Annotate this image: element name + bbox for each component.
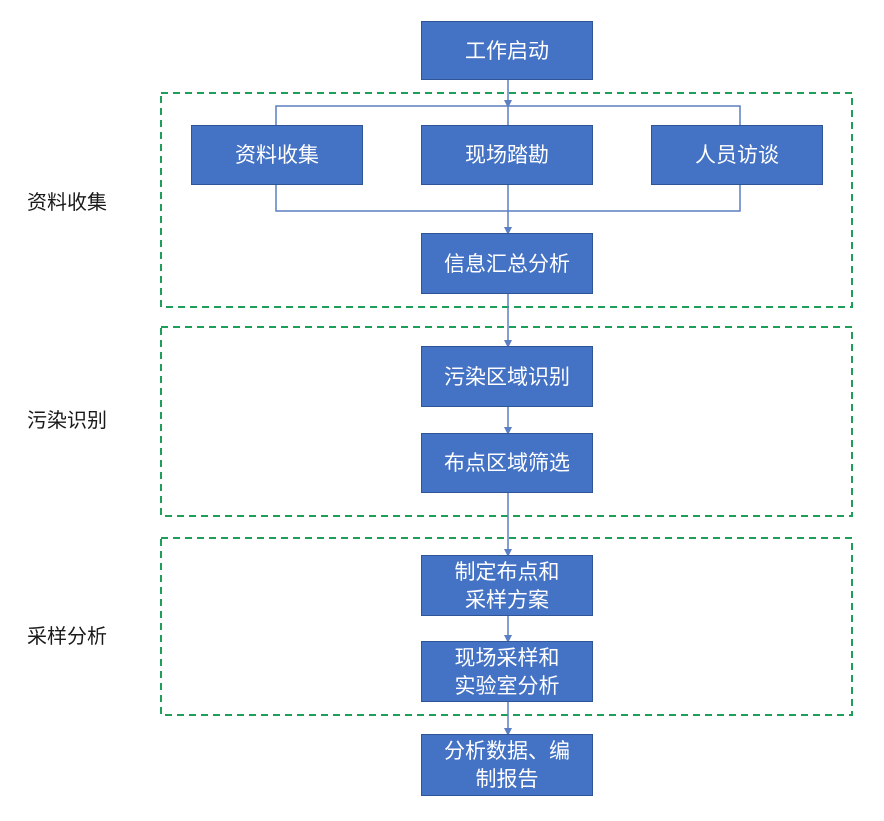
node-summary: 信息汇总分析 (421, 233, 593, 294)
node-survey: 现场踏勘 (421, 125, 593, 185)
node-collect: 资料收集 (191, 125, 363, 185)
node-screen-label: 布点区域筛选 (444, 451, 570, 475)
node-screen: 布点区域筛选 (421, 433, 593, 493)
node-interview-label: 人员访谈 (695, 143, 779, 167)
node-start-label: 工作启动 (465, 38, 549, 63)
node-plan: 制定布点和 采样方案 (421, 555, 593, 616)
section-label-analysis: 采样分析 (27, 624, 107, 648)
node-interview: 人员访谈 (651, 125, 823, 185)
section-label-identification: 污染识别 (27, 408, 107, 432)
node-sampling-line2: 实验室分析 (454, 673, 560, 698)
node-sampling-line1: 现场采样和 (454, 645, 560, 670)
group-frame-collection (160, 92, 853, 308)
node-report-line2: 制报告 (475, 767, 539, 791)
node-sampling: 现场采样和 实验室分析 (421, 641, 593, 702)
group-frame-analysis (160, 537, 853, 716)
node-report-line1: 分析数据、编 (444, 739, 570, 763)
node-collect-label: 资料收集 (235, 143, 319, 167)
node-survey-label: 现场踏勘 (465, 143, 549, 167)
group-frame-identification (160, 326, 853, 517)
node-plan-line1: 制定布点和 (454, 559, 560, 584)
node-identify-label: 污染区域识别 (444, 364, 570, 389)
node-summary-label: 信息汇总分析 (444, 251, 570, 276)
node-plan-line2: 采样方案 (465, 587, 549, 612)
section-label-collection: 资料收集 (27, 190, 107, 214)
node-start: 工作启动 (421, 21, 593, 80)
node-identify: 污染区域识别 (421, 346, 593, 407)
node-report: 分析数据、编 制报告 (421, 734, 593, 796)
